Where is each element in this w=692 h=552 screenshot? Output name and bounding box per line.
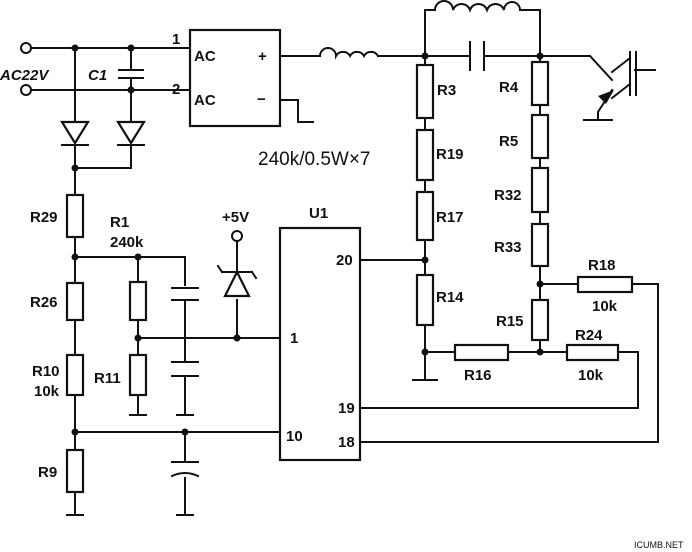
bridge-plus: + (258, 48, 267, 65)
watermark: ICUMB.NET (634, 540, 684, 550)
supply-label: +5V (222, 209, 249, 226)
label-r5: R5 (499, 133, 518, 150)
ac-input-terminals (20, 42, 243, 242)
ic-pin18: 18 (338, 434, 355, 451)
junctions (71, 44, 544, 436)
zener-diode (216, 264, 258, 298)
bridge-pin1: 1 (172, 31, 180, 48)
capacitors (170, 41, 485, 478)
label-r14: R14 (436, 289, 464, 306)
input-label: AC22V (0, 67, 50, 84)
label-r16: R16 (464, 367, 492, 384)
ic-pin20: 20 (336, 252, 353, 269)
capacitor-c1 (118, 69, 144, 79)
label-r19: R19 (436, 146, 464, 163)
label-r17: R17 (436, 209, 464, 226)
bridge-rectifier (188, 28, 282, 128)
label-r15: R15 (496, 313, 524, 330)
label-r4: R4 (499, 79, 519, 96)
value-r1: 240k (110, 234, 144, 251)
ic-pin19: 19 (338, 400, 355, 417)
label-r9: R9 (38, 464, 57, 481)
label-r1: R1 (110, 214, 129, 231)
label-r10: R10 (32, 363, 60, 380)
label-r3: R3 (437, 82, 456, 99)
inductors (318, 0, 522, 60)
label-r32: R32 (494, 187, 522, 204)
ic-pin1: 1 (290, 330, 298, 347)
resistor-note: 240k/0.5W×7 (258, 149, 371, 170)
resistor-bodies (65, 60, 634, 494)
label-r11: R11 (94, 370, 121, 387)
bridge-ac1: AC (194, 48, 216, 65)
bridge-minus: − (257, 91, 266, 108)
value-r24: 10k (578, 367, 604, 384)
bridge-pin2: 2 (172, 81, 180, 98)
bridge-ac2: AC (194, 92, 216, 109)
c1-label: C1 (88, 67, 107, 84)
value-r10: 10k (34, 383, 60, 400)
label-r29: R29 (30, 209, 58, 226)
ic-name: U1 (309, 205, 328, 222)
diodes (60, 120, 146, 146)
value-r18: 10k (592, 298, 618, 315)
transistor (598, 51, 637, 104)
label-r24: R24 (575, 327, 603, 344)
ic-pin10: 10 (286, 428, 303, 445)
ic-u1 (278, 226, 362, 462)
label-r26: R26 (30, 294, 58, 311)
wires (29, 9, 659, 516)
label-r33: R33 (494, 239, 522, 256)
label-r18: R18 (588, 257, 616, 274)
